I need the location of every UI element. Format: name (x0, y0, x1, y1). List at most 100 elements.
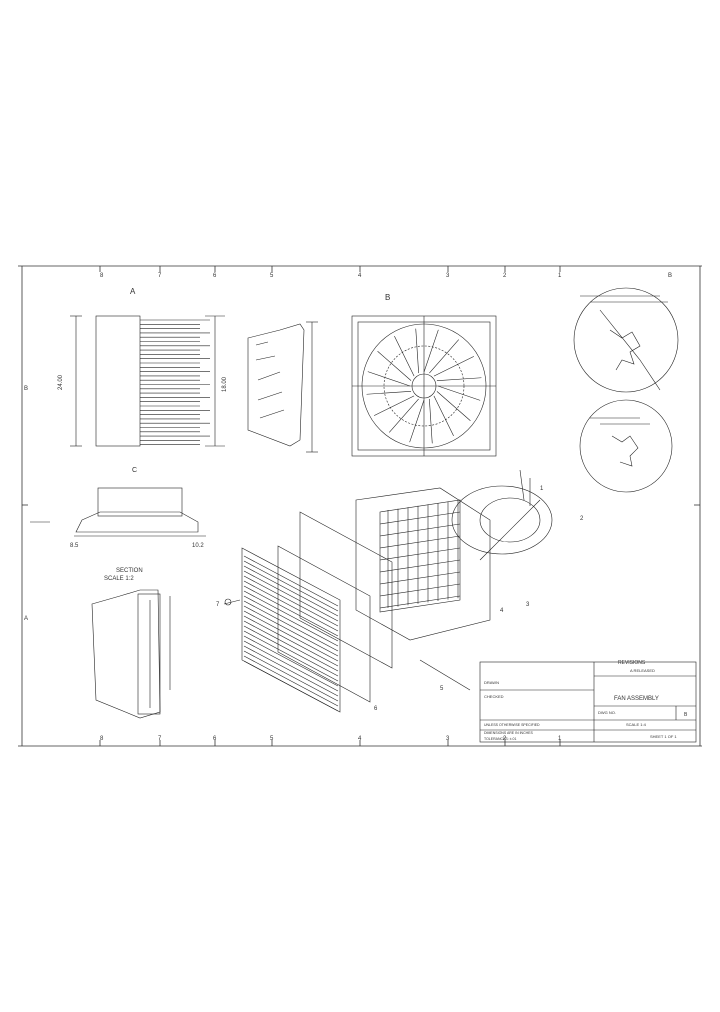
fan-blade (377, 351, 412, 381)
grill-slat (243, 575, 339, 627)
zone-numbers: 8 7 6 5 4 3 2 1 8 7 6 5 4 3 2 1 B A B (24, 273, 672, 742)
exploded-view (223, 469, 553, 713)
balloon: 1 (540, 486, 544, 492)
zone-number: 8 (100, 736, 104, 742)
grill-slat (243, 580, 339, 632)
fan-blade (433, 356, 475, 377)
housing-grid-line (379, 535, 461, 549)
grill-slat (243, 615, 339, 667)
checked-label: CHECKED (484, 694, 504, 699)
grill-slat (243, 610, 339, 662)
grill-slat (243, 565, 339, 617)
scale-label: SCALE 1:4 (626, 722, 647, 727)
fan-blade (429, 339, 459, 374)
bottom-view-label: C (132, 467, 137, 474)
zone-number: 6 (213, 736, 217, 742)
housing-grid-line (379, 547, 461, 561)
zone-letter: B (24, 386, 28, 392)
grill-slat (243, 660, 339, 712)
front-view-label: A (130, 287, 136, 296)
fan-view-label: B (385, 293, 390, 302)
zone-number: 2 (503, 736, 507, 742)
zone-number: 3 (446, 273, 450, 279)
sheet-border (18, 265, 702, 747)
grill-slat (243, 625, 339, 677)
fan-blade (415, 328, 419, 374)
section-caption: SECTION (116, 568, 143, 574)
grill-slat (243, 640, 339, 692)
bottom-dimension-right: 10.2 (192, 543, 204, 549)
bottom-view: C 8.5 10.2 (30, 467, 206, 549)
heatsink-fins (140, 319, 210, 446)
bottom-dimension-left: 8.5 (70, 543, 79, 549)
zone-number: 4 (358, 736, 362, 742)
fan-blade (433, 395, 454, 437)
zone-number: 5 (270, 273, 274, 279)
zone-letter: A (24, 616, 28, 622)
title-block (479, 661, 697, 743)
fan-top-view: B (351, 293, 497, 457)
fan-blade (366, 391, 412, 395)
fan-blade (409, 399, 425, 443)
zone-number: 7 (158, 736, 162, 742)
fan-blade (423, 329, 439, 373)
notes-line: UNLESS OTHERWISE SPECIFIED (484, 723, 540, 727)
balloon: 3 (526, 602, 530, 608)
detail-views (573, 287, 679, 493)
grill-slat (243, 560, 339, 612)
zone-number: 3 (446, 736, 450, 742)
grill-slat (243, 570, 339, 622)
housing-grid (379, 500, 461, 609)
section-view: SECTION SCALE 1:2 (91, 568, 171, 719)
fan-blade (437, 385, 481, 401)
housing-grid-line (379, 583, 461, 597)
grill-slat (243, 605, 339, 657)
grill-slat (243, 645, 339, 697)
side-dimension-height: 18.00 (222, 376, 228, 392)
grill-slat (243, 655, 339, 707)
front-dimension-height: 24.00 (58, 374, 64, 390)
housing-grid-line (379, 523, 461, 537)
balloon: 7 (216, 602, 220, 608)
notes-line: DIMENSIONS ARE IN INCHES (484, 731, 533, 735)
fan-blade (367, 371, 411, 387)
revisions-header: REVISIONS (618, 660, 646, 666)
fan-blade (394, 335, 415, 377)
fan-blade (436, 377, 482, 381)
grill-slat (243, 635, 339, 687)
zone-number: 1 (558, 736, 562, 742)
grill-slat (243, 595, 339, 647)
grill-slats (243, 555, 339, 712)
housing-grid-line (379, 571, 461, 585)
housing-grid-line (379, 595, 461, 609)
grill-slat (243, 650, 339, 702)
fan-blades (366, 328, 482, 444)
grill-slat (243, 555, 339, 607)
grill-slat (243, 585, 339, 637)
title-block-text: REVISIONS A RELEASED DRAWN CHECKED FAN A… (484, 660, 688, 741)
housing-grid-line (379, 559, 461, 573)
balloon: 2 (580, 516, 584, 522)
zone-number: 8 (100, 273, 104, 279)
zone-number: 4 (358, 273, 362, 279)
housing-grid-line (379, 511, 461, 525)
zone-number: 7 (158, 273, 162, 279)
balloon: 5 (440, 686, 444, 692)
section-scale-caption: SCALE 1:2 (104, 576, 134, 582)
corner-mark: B (668, 273, 672, 279)
dwg-no-label: DWG NO. (598, 710, 616, 715)
balloon: 6 (374, 706, 378, 712)
zone-number: 2 (503, 273, 507, 279)
grill-slat (243, 600, 339, 652)
balloon: 4 (500, 608, 504, 614)
grill-slat (243, 590, 339, 642)
fan-blade (429, 398, 433, 444)
zone-number: 1 (558, 273, 562, 279)
exploded-balloons: 1 2 3 4 5 6 7 (216, 486, 584, 712)
grill-slat (243, 630, 339, 682)
sheet-size: B (684, 712, 688, 718)
fan-blade (389, 398, 419, 433)
grill-slat (243, 620, 339, 672)
fan-blade (373, 395, 415, 416)
